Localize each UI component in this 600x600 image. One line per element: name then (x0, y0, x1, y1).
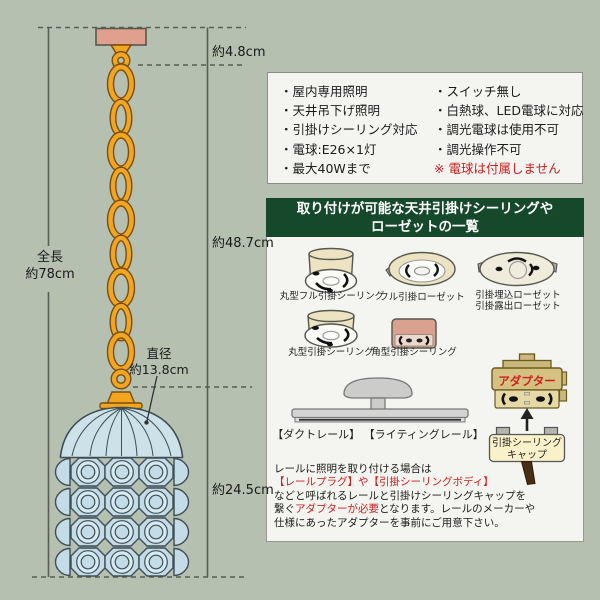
socket-label-square: 角型引掛シーリング (371, 347, 457, 358)
cap-label: 引掛シーリング キャップ (489, 438, 565, 461)
square-ceiling-socket-icon (391, 318, 437, 349)
adapter-icon (491, 353, 568, 409)
diameter-label: 直径 (146, 346, 172, 361)
dimension-lines (32, 26, 252, 578)
rail-note: レールに照明を取り付ける場合は 【レールプラグ】や【引掛シーリングボディ】 など… (274, 463, 576, 530)
diameter-value: 約13.8cm (129, 362, 189, 377)
feature-item: ・屋内専用照明 (280, 84, 368, 99)
rail-note-line4c: となります。レールのメーカーや (379, 503, 536, 516)
embedded-exposed-rosette-socket-icon (477, 251, 558, 287)
feature-list-right: ・スイッチ無し ・白熱球、LED電球に対応 ・調光電球は使用不可 ・調光操作不可… (434, 82, 584, 178)
duct-rail-icon (291, 377, 469, 423)
cap-label-line1: 引掛シーリング (492, 438, 562, 449)
feature-item: ・調光電球は使用不可 (434, 122, 560, 138)
rail-note-line1: レールに照明を取り付ける場合は (274, 463, 432, 475)
feature-item: ・電球:E26×1灯 (280, 141, 377, 157)
compat-panel-header: 取り付けが可能な天井引掛けシーリングや ローゼットの一覧 (266, 198, 584, 237)
full-rosette-socket-icon (385, 251, 456, 287)
ceiling-rose (95, 27, 147, 46)
socket-label-round: 丸型引掛シーリング (288, 347, 374, 358)
chain (111, 67, 132, 369)
dim-total-length: 全長 約78cm (24, 249, 76, 283)
adapter-label: アダプター (498, 373, 556, 388)
up-arrow-icon (520, 408, 534, 431)
rail-note-line4: 繋ぐアダプターが必要となります。レールのメーカーや (274, 503, 576, 516)
rail-note-line4a: 繋ぐ (274, 503, 295, 516)
rail-note-line2: 【レールプラグ】や【引掛シーリングボディ】 (274, 476, 494, 489)
feature-list-left: ・屋内専用照明 ・天井吊下げ照明 ・引掛けシーリング対応 ・電球:E26×1灯 … (280, 82, 418, 178)
shade-finial (99, 391, 143, 410)
shade-bead-rows (54, 457, 190, 577)
compat-title-line1: 取り付けが可能な天井引掛けシーリングや (296, 201, 554, 217)
feature-item: ・スイッチ無し (434, 84, 522, 99)
feature-item: ・調光操作不可 (434, 141, 522, 157)
rail-label: 【ダクトレール】 【ライティングレール】 (272, 428, 484, 441)
dim-chain-segment: 約48.7cm (212, 236, 274, 251)
socket-label-exposed-rosette: 引掛露出ローゼット (475, 301, 561, 312)
bulb-not-included-note: ※ 電球は付属しません (434, 160, 561, 176)
rail-note-line5: 仕様にあったアダプターを事前にご用意下さい。 (274, 516, 505, 529)
feature-item: ・最大40Wまで (280, 160, 371, 176)
total-length-label: 全長 (36, 250, 63, 265)
feature-item: ・天井吊下げ照明 (280, 103, 381, 119)
socket-label-embedded-rosette: 引掛埋込ローゼット (475, 290, 561, 301)
pendant-lamp-illustration (54, 27, 190, 577)
lamp-shade-dome (59, 406, 184, 459)
dim-top-segment: 約4.8cm (212, 45, 266, 60)
spec-box (267, 72, 583, 184)
feature-item: ・引掛けシーリング対応 (280, 122, 418, 138)
dim-shade-segment: 約24.5cm (212, 483, 274, 498)
socket-label-full-rosette: フル引掛ローゼット (379, 292, 465, 303)
round-ceiling-socket-icon (304, 309, 358, 348)
diameter-pointer (144, 375, 158, 425)
dim-diameter: 直径 約13.8cm (126, 346, 192, 378)
rail-note-line3: などと呼ばれるレールと引掛けシーリングキャップを (274, 489, 526, 502)
cap-label-line2: キャップ (507, 449, 547, 461)
socket-label-round-full: 丸型フル引掛シーリング (279, 291, 385, 302)
rail-note-line4b: アダプターが必要 (295, 503, 379, 516)
round-full-ceiling-socket-icon (304, 247, 358, 294)
total-length-value: 約78cm (25, 267, 75, 282)
compat-title-line2: ローゼットの一覧 (371, 218, 479, 235)
ceiling-cap-icon (488, 426, 566, 486)
feature-item: ・白熱球、LED電球に対応 (434, 103, 584, 119)
